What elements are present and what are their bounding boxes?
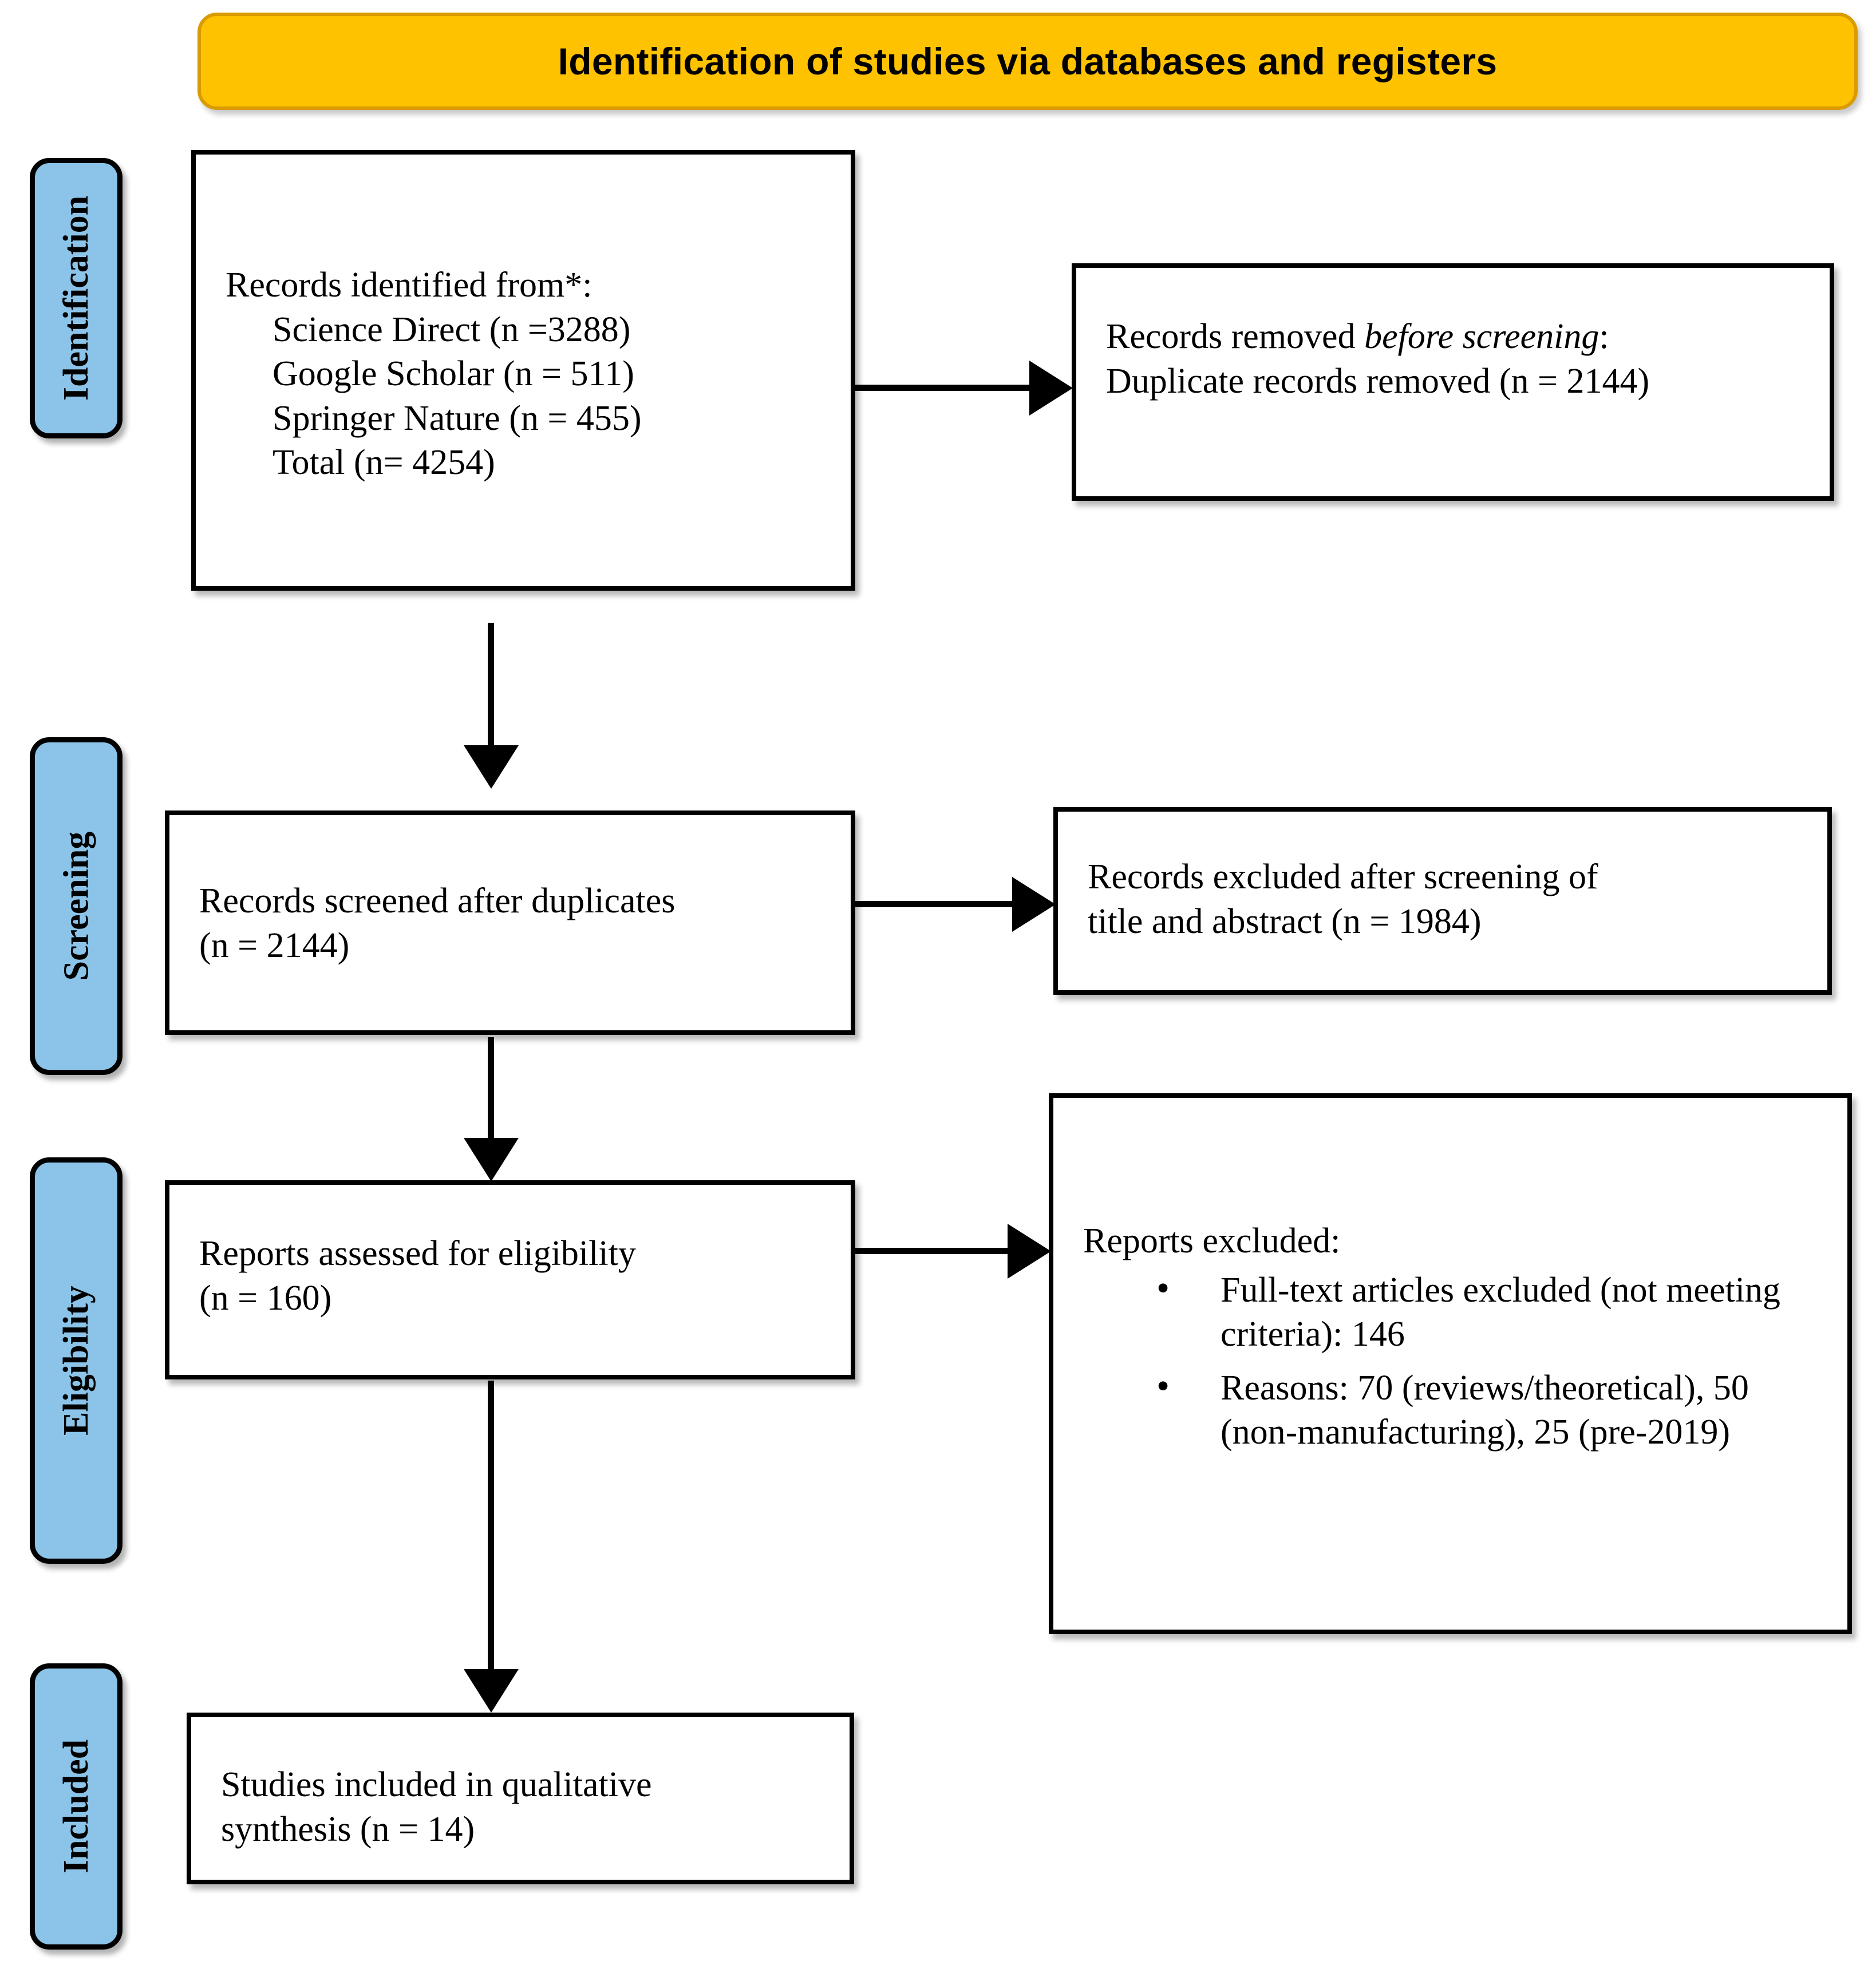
box-records-excluded-screening-content: Records excluded after screening of titl… <box>1088 855 1810 944</box>
records-identified-total: Total (n= 4254) <box>272 443 495 482</box>
header-banner: Identification of studies via databases … <box>198 13 1858 110</box>
records-identified-source-2: Google Scholar (n = 511) <box>272 354 634 393</box>
arrow-right-assessed-to-excluded <box>855 1224 1051 1279</box>
records-removed-italic: before screening <box>1364 317 1599 356</box>
banner-title: Identification of studies via databases … <box>558 40 1498 82</box>
stage-label-screening: Screening <box>30 737 123 1075</box>
stage-label-eligibility: Eligibility <box>30 1157 123 1564</box>
stage-label-eligibility-text: Eligibility <box>57 1286 96 1436</box>
box-reports-excluded-content: Reports excluded: Full-text articles exc… <box>1083 1219 1830 1464</box>
box-records-removed-content: Records removed before screening: Duplic… <box>1106 315 1812 404</box>
reports-excluded-bullet-list: Full-text articles excluded (not meeting… <box>1083 1265 1830 1455</box>
box-records-screened-content: Records screened after duplicates (n = 2… <box>199 879 834 968</box>
reports-assessed-line-2: (n = 160) <box>199 1278 332 1318</box>
reports-excluded-heading: Reports excluded: <box>1083 1221 1341 1260</box>
arrow-down-identified-to-screened <box>464 623 519 789</box>
reports-assessed-line-1: Reports assessed for eligibility <box>199 1234 636 1273</box>
records-screened-line-2: (n = 2144) <box>199 926 350 965</box>
box-records-identified-content: Records identified from*: Science Direct… <box>226 263 834 485</box>
arrow-head-icon <box>1012 877 1056 932</box>
arrow-shaft <box>488 1037 494 1138</box>
arrow-shaft <box>855 901 1013 907</box>
arrow-head-icon <box>464 1669 519 1713</box>
reports-excluded-bullet-2: Reasons: 70 (reviews/theoretical), 50 (n… <box>1147 1363 1830 1455</box>
stage-label-identification: Identification <box>30 158 123 438</box>
records-identified-source-3: Springer Nature (n = 455) <box>272 398 642 438</box>
box-records-excluded-screening: Records excluded after screening of titl… <box>1053 807 1832 995</box>
arrow-down-screened-to-assessed <box>464 1037 519 1181</box>
arrow-right-identified-to-removed <box>855 361 1073 416</box>
box-records-identified: Records identified from*: Science Direct… <box>191 150 855 591</box>
box-studies-included: Studies included in qualitative synthesi… <box>187 1713 854 1884</box>
records-screened-line-1: Records screened after duplicates <box>199 881 676 920</box>
reports-excluded-bullet-1: Full-text articles excluded (not meeting… <box>1147 1265 1830 1357</box>
arrow-shaft <box>855 385 1030 391</box>
records-removed-heading: Records removed before screening: <box>1106 315 1812 359</box>
box-reports-assessed-content: Reports assessed for eligibility (n = 16… <box>199 1232 834 1320</box>
records-excluded-screening-line-1: Records excluded after screening of <box>1088 857 1598 896</box>
studies-included-line-1: Studies included in qualitative <box>221 1765 652 1804</box>
arrow-head-icon <box>1008 1224 1051 1279</box>
box-records-removed: Records removed before screening: Duplic… <box>1072 263 1834 501</box>
arrow-head-icon <box>464 1138 519 1181</box>
stage-label-included-text: Included <box>57 1739 96 1874</box>
records-removed-suffix: : <box>1599 317 1609 356</box>
arrow-shaft <box>855 1248 1009 1254</box>
arrow-head-icon <box>1029 361 1073 416</box>
arrow-head-icon <box>464 745 519 789</box>
records-identified-source-1: Science Direct (n =3288) <box>272 310 631 349</box>
box-reports-excluded: Reports excluded: Full-text articles exc… <box>1049 1093 1852 1634</box>
stage-label-screening-text: Screening <box>57 831 96 981</box>
box-reports-assessed: Reports assessed for eligibility (n = 16… <box>165 1180 855 1379</box>
box-records-screened: Records screened after duplicates (n = 2… <box>165 811 855 1035</box>
studies-included-line-2: synthesis (n = 14) <box>221 1809 475 1849</box>
arrow-shaft <box>488 623 494 745</box>
records-removed-duplicates: Duplicate records removed (n = 2144) <box>1106 361 1650 401</box>
stage-label-identification-text: Identification <box>57 195 96 401</box>
arrow-shaft <box>488 1381 494 1669</box>
box-studies-included-content: Studies included in qualitative synthesi… <box>221 1763 832 1852</box>
records-identified-heading: Records identified from*: <box>226 266 593 305</box>
records-removed-prefix: Records removed <box>1106 317 1365 356</box>
arrow-down-assessed-to-included <box>464 1381 519 1713</box>
stage-label-included: Included <box>30 1663 123 1950</box>
arrow-right-screened-to-excluded <box>855 877 1056 932</box>
records-excluded-screening-line-2: title and abstract (n = 1984) <box>1088 902 1482 941</box>
